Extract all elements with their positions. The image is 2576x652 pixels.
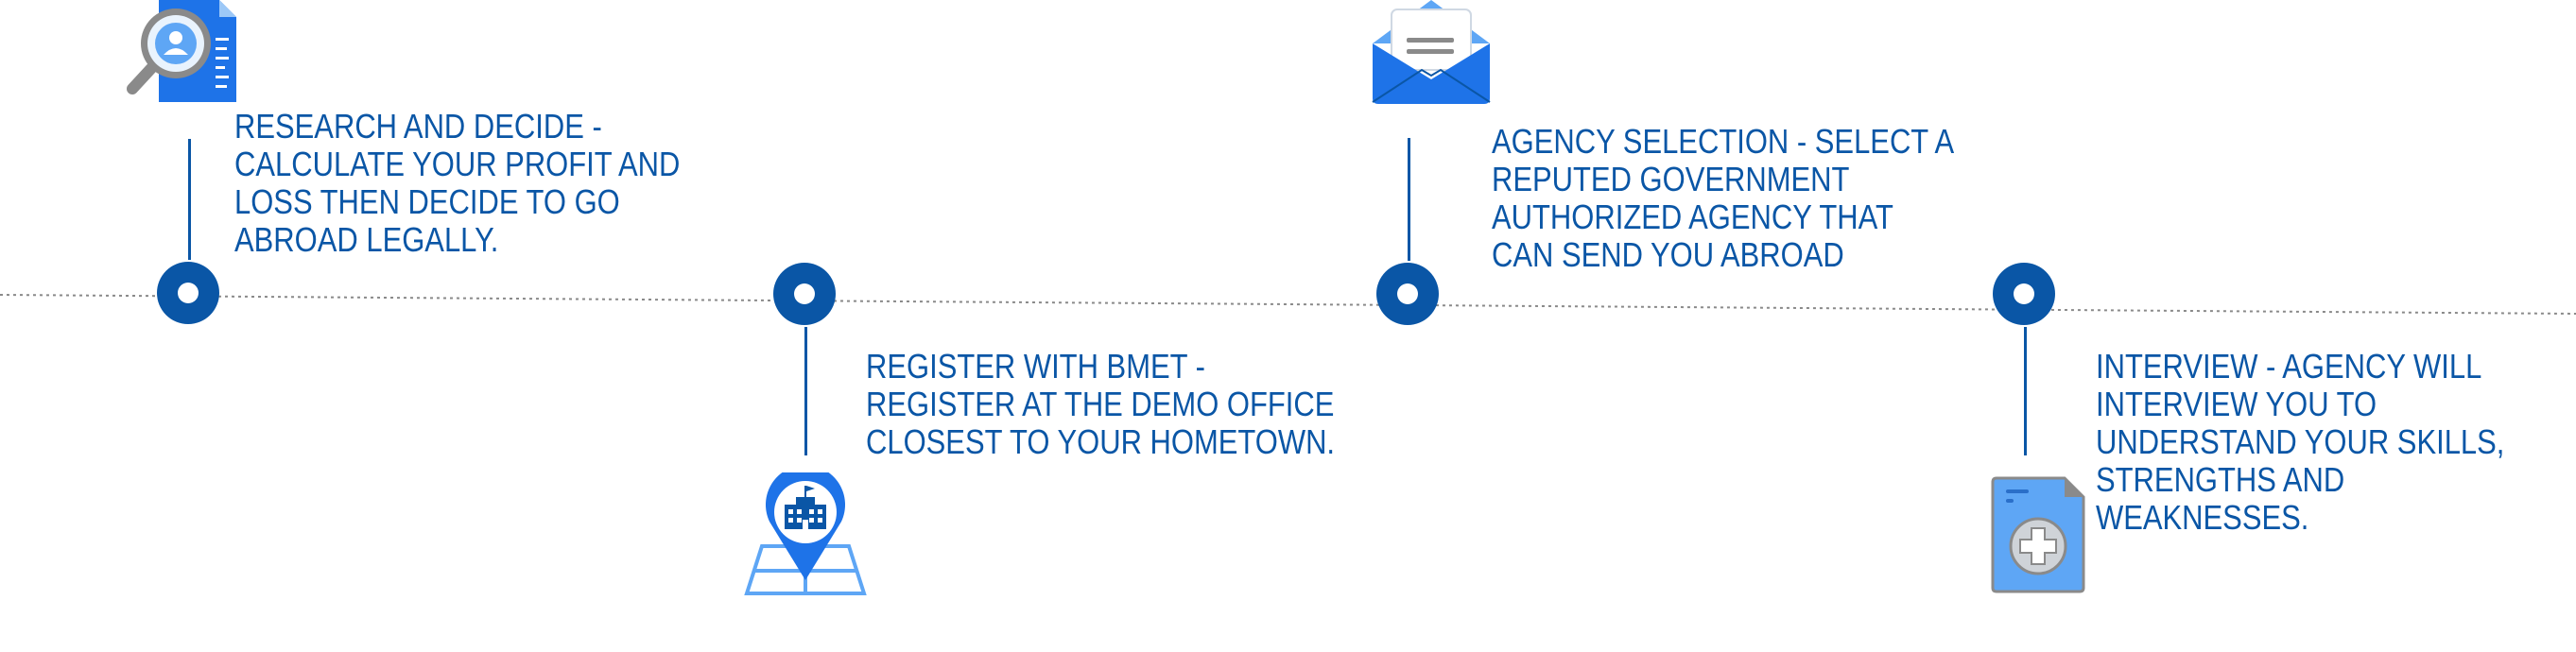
step-4-line-3: UNDERSTAND YOUR SKILLS,	[2096, 422, 2505, 461]
step-1-connector	[188, 139, 191, 260]
location-building-icon	[743, 465, 868, 600]
step-4-connector	[2024, 327, 2027, 455]
step-1-line-1: RESEARCH AND DECIDE -	[234, 107, 602, 146]
step-2-connector	[804, 327, 807, 455]
step-3-line-1: AGENCY SELECTION - SELECT A	[1492, 122, 1955, 161]
step-4-line-4: STRENGTHS AND	[2096, 460, 2345, 499]
step-1-line-4: ABROAD LEGALLY.	[234, 220, 499, 259]
envelope-icon	[1369, 0, 1494, 111]
step-1-line-2: CALCULATE YOUR PROFIT AND	[234, 145, 681, 183]
step-3-node	[1376, 263, 1439, 325]
step-4-line-5: WEAKNESSES.	[2096, 498, 2309, 537]
step-2-line-3: CLOSEST TO YOUR HOMETOWN.	[866, 422, 1336, 461]
step-1-node	[157, 262, 219, 324]
step-3-connector	[1408, 138, 1410, 261]
step-4-text: INTERVIEW - AGENCY WILL INTERVIEW YOU TO…	[2096, 348, 2504, 537]
step-4-line-2: INTERVIEW YOU TO	[2096, 385, 2377, 423]
step-1-text: RESEARCH AND DECIDE - CALCULATE YOUR PRO…	[234, 108, 680, 259]
step-4-line-1: INTERVIEW - AGENCY WILL	[2096, 347, 2482, 386]
step-3-line-4: CAN SEND YOU ABROAD	[1492, 235, 1844, 274]
step-2-line-1: REGISTER WITH BMET -	[866, 347, 1205, 386]
step-4-node	[1993, 263, 2055, 325]
medical-document-icon	[1991, 474, 2085, 598]
step-2-text: REGISTER WITH BMET - REGISTER AT THE DEM…	[866, 348, 1335, 461]
step-3-line-3: AUTHORIZED AGENCY THAT	[1492, 197, 1893, 236]
step-2-line-2: REGISTER AT THE DEMO OFFICE	[866, 385, 1335, 423]
step-3-line-2: REPUTED GOVERNMENT	[1492, 160, 1850, 198]
document-search-icon	[121, 0, 239, 109]
step-2-node	[773, 263, 836, 325]
step-1-line-3: LOSS THEN DECIDE TO GO	[234, 182, 620, 221]
step-3-text: AGENCY SELECTION - SELECT A REPUTED GOVE…	[1492, 123, 1954, 274]
